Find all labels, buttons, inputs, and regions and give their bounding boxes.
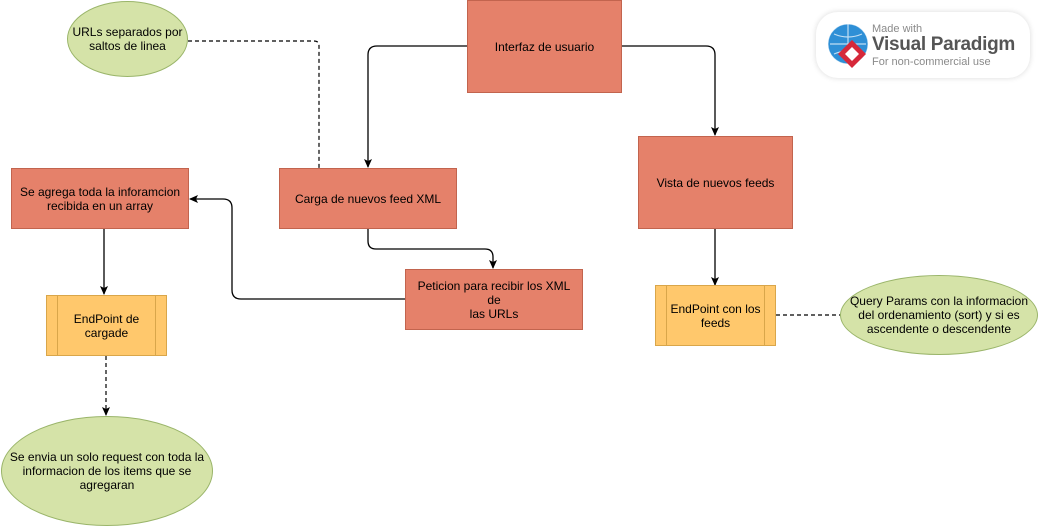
request-note-text: Se envia un solo request con toda la inf…: [9, 450, 205, 492]
carga-feed-node[interactable]: Carga de nuevos feed XML: [279, 168, 457, 229]
edge-urls-note-to-carga: [188, 40, 320, 168]
carga-feed-text: Carga de nuevos feed XML: [294, 191, 442, 206]
vista-feeds-node[interactable]: Vista de nuevos feeds: [638, 136, 793, 229]
agrega-info-text: Se agrega toda la inforamcion recibida e…: [19, 184, 181, 213]
vista-feeds-text: Vista de nuevos feeds: [656, 175, 775, 190]
edge-carga-to-peticion: [367, 229, 497, 269]
edge-interfaz-to-carga: [364, 45, 468, 168]
visual-paradigm-watermark: Made with Visual Paradigm For non-commer…: [816, 12, 1030, 78]
endpoint-feeds-node[interactable]: EndPoint con los feeds: [655, 285, 776, 346]
agrega-info-node[interactable]: Se agrega toda la inforamcion recibida e…: [11, 168, 189, 229]
interfaz-node[interactable]: Interfaz de usuario: [467, 0, 622, 93]
query-params-text: Query Params con la informacion del orde…: [849, 294, 1029, 336]
endpoint-feeds-text: EndPoint con los feeds: [670, 301, 761, 330]
endpoint-cargade-node[interactable]: EndPoint de cargade: [46, 295, 167, 356]
watermark-line1: Made with: [872, 23, 923, 35]
peticion-text: Peticion para recibir los XML de las URL…: [417, 278, 571, 321]
watermark-line3: For non-commercial use: [872, 56, 991, 68]
endpoint-cargade-text: EndPoint de cargade: [73, 311, 140, 340]
watermark-line2: Visual Paradigm: [872, 34, 1015, 55]
edge-interfaz-to-vista: [621, 45, 719, 136]
edge-peticion-to-agrega: [189, 195, 405, 300]
visual-paradigm-logo-icon: [827, 23, 869, 68]
urls-note-text: URLs separados por saltos de linea: [72, 25, 183, 53]
query-params-note: Query Params con la informacion del orde…: [840, 275, 1038, 355]
interfaz-text: Interfaz de usuario: [494, 39, 595, 54]
request-note: Se envia un solo request con toda la inf…: [1, 416, 213, 526]
peticion-node[interactable]: Peticion para recibir los XML de las URL…: [405, 269, 583, 330]
urls-note: URLs separados por saltos de linea: [67, 1, 188, 77]
